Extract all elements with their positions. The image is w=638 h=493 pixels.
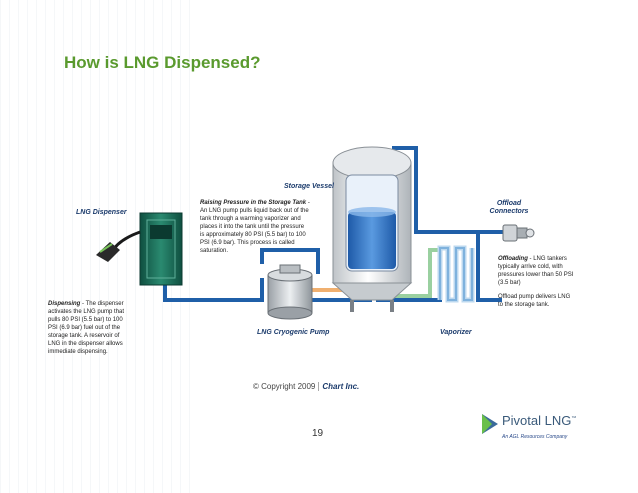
offloading-line: pressures lower than 50 PSI [498, 272, 574, 278]
label-cryogenic-pump: LNG Cryogenic Pump [257, 329, 330, 336]
dispensing-first-line: - The dispenser [80, 301, 123, 307]
dispensing-line: activates the LNG pump that [48, 309, 124, 315]
raising-pressure-line: saturation. [200, 248, 228, 254]
copyright-brand: Chart Inc. [322, 382, 360, 391]
lng-dispenser [110, 212, 183, 286]
storage-vessel [331, 146, 413, 312]
dispensing-line: PSI (6.9 bar) fuel out of the [48, 325, 121, 331]
raising-pressure-line: PSI (6.9 bar). This process is called [200, 240, 295, 246]
svg-text:Offloading - LNG tankers: Offloading - LNG tankers [498, 256, 567, 262]
pivotal-logo-icon [482, 414, 498, 434]
logo-tagline: An AGL Resources Company [502, 434, 568, 440]
label-lng-dispenser: LNG Dispenser [76, 209, 128, 216]
offloading-note-line: to the storage tank. [498, 302, 550, 308]
copyright-text: © Copyright 2009 [253, 382, 316, 391]
pipe-dispenser-to-pump [163, 276, 264, 302]
offloading-note-line: Offload pump delivers LNG [498, 294, 571, 300]
dispensing-line: LNG in the dispenser allows [48, 341, 123, 347]
raising-pressure-line: An LNG pump pulls liquid back out of the [200, 208, 309, 214]
vaporizer [437, 245, 475, 303]
svg-text:Raising Pressure in the Storag: Raising Pressure in the Storage Tank - [200, 200, 310, 206]
lng-liquid-level [348, 212, 396, 269]
offloading-text: Offloading - LNG tankers typically arriv… [498, 256, 574, 308]
label-offload: Offload [497, 200, 522, 207]
divider [318, 382, 320, 391]
dispensing-text: Dispensing - The dispenser activates the… [48, 301, 124, 355]
dispensing-line: storage tank. A reservoir of [48, 333, 120, 339]
logo-trademark: ™ [571, 415, 577, 422]
pipe-offload-loop [392, 146, 502, 302]
dispensing-title: Dispensing [48, 301, 81, 307]
svg-text:Dispensing - The dispenser: Dispensing - The dispenser [48, 301, 124, 307]
label-storage-vessel: Storage Vessel [284, 183, 335, 190]
copyright-notice: © Copyright 2009 Chart Inc. [253, 382, 359, 391]
raising-pressure-text: Raising Pressure in the Storage Tank - A… [200, 200, 310, 254]
logo-name: Pivotal LNG [502, 413, 572, 428]
dispensing-line: pulls 80 PSI (5.5 bar) to 100 [48, 317, 123, 323]
label-vaporizer: Vaporizer [440, 329, 473, 336]
offloading-line: typically arrive cold, with [498, 264, 563, 270]
slide-title: How is LNG Dispensed? [64, 53, 261, 72]
raising-pressure-line: tank through a warming vaporizer and [200, 216, 301, 222]
offload-connectors [502, 224, 535, 242]
pivotal-lng-logo: Pivotal LNG™ An AGL Resources Company [480, 412, 600, 452]
raising-pressure-line: is approximately 80 PSI (5.5 bar) to 100 [200, 232, 306, 238]
offloading-title: Offloading [498, 256, 528, 262]
offloading-first-line: - LNG tankers [528, 256, 567, 262]
fuel-nozzle-icon [96, 242, 120, 262]
offloading-line: (3.5 bar) [498, 280, 521, 286]
label-connectors: Connectors [490, 208, 529, 215]
cryogenic-pump [267, 264, 313, 320]
raising-pressure-line: places it into the tank until the pressu… [200, 224, 305, 230]
page-number: 19 [312, 428, 324, 439]
raising-pressure-title: Raising Pressure in the Storage Tank [200, 200, 307, 206]
pipe-pump-to-tank [260, 248, 320, 274]
dispensing-line: immediate dispensing. [48, 349, 108, 355]
